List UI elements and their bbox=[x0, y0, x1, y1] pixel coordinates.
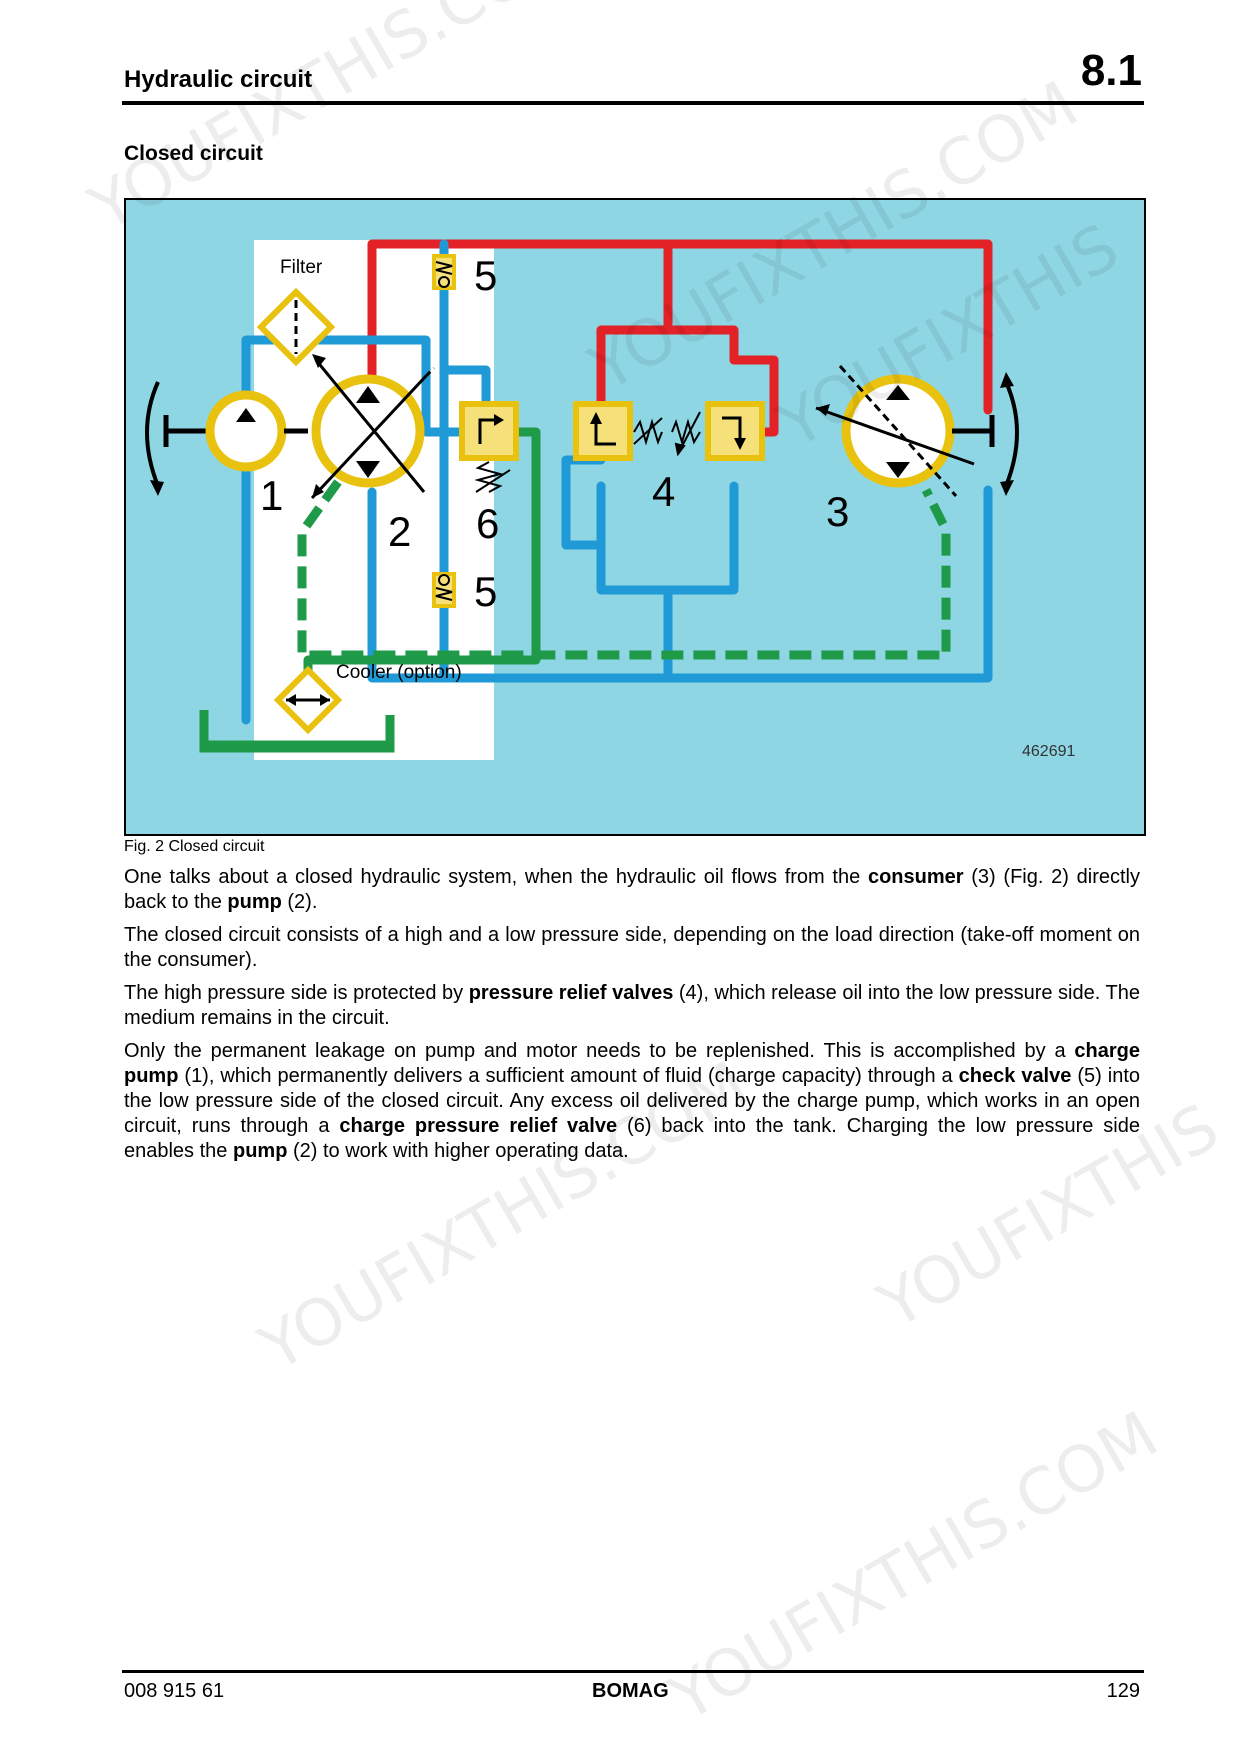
pressure-relief-valve-right bbox=[705, 401, 765, 461]
check-valve-bottom bbox=[432, 572, 456, 608]
paragraph-3: The high pressure side is protected by p… bbox=[124, 981, 1140, 1031]
bold-term: pump bbox=[232, 1140, 288, 1162]
label-5-bottom: 5 bbox=[474, 568, 497, 615]
header-rule bbox=[122, 101, 1144, 105]
footer-page-number: 129 bbox=[1106, 1680, 1140, 1702]
bold-term: check valve bbox=[958, 1065, 1072, 1087]
section-heading: Closed circuit bbox=[124, 142, 263, 165]
pump-symbol bbox=[310, 354, 436, 500]
text-run: (2). bbox=[281, 891, 318, 913]
label-cooler: Cooler (option) bbox=[336, 662, 462, 683]
footer-rule bbox=[122, 1670, 1144, 1673]
text-run: (4), which release oil into the low pres… bbox=[124, 982, 1140, 1029]
text-run: (2) to work with higher operating data. bbox=[287, 1140, 629, 1162]
charge-dashed-lines bbox=[297, 479, 951, 660]
tank-symbol bbox=[199, 720, 395, 753]
label-3: 3 bbox=[826, 488, 849, 535]
filter-symbol bbox=[256, 287, 336, 367]
bold-term: charge pump bbox=[124, 1040, 1140, 1087]
text-run: (5) into the low pressure side of the cl… bbox=[124, 1065, 1140, 1137]
section-number: 8.1 bbox=[1080, 46, 1142, 95]
label-2: 2 bbox=[388, 508, 411, 555]
check-valve-top bbox=[432, 254, 456, 290]
footer-brand: BOMAG bbox=[592, 1680, 669, 1702]
text-run: (3) (Fig. 2) directly back to the bbox=[124, 866, 1140, 913]
hydraulic-diagram: Filter Cooler (option) 1 2 3 4 5 5 6 462… bbox=[126, 200, 1144, 834]
figure-caption: Fig. 2 Closed circuit bbox=[124, 838, 265, 855]
pressure-relief-valve-left bbox=[573, 401, 633, 461]
text-run: The closed circuit consists of a high an… bbox=[124, 924, 1140, 971]
text-run: One talks about a closed hydraulic syste… bbox=[124, 866, 868, 888]
bold-term: pressure relief valves bbox=[468, 982, 674, 1004]
paragraph-2: The closed circuit consists of a high an… bbox=[124, 923, 1140, 973]
text-run: The high pressure side is protected by bbox=[124, 982, 469, 1004]
bold-term: charge pressure relief valve bbox=[339, 1115, 618, 1137]
body-text: One talks about a closed hydraulic syste… bbox=[124, 865, 1140, 1172]
motor-symbol bbox=[815, 365, 1019, 497]
cooler-symbol bbox=[273, 665, 343, 735]
bold-term: pump bbox=[227, 891, 282, 913]
paragraph-4: Only the permanent leakage on pump and m… bbox=[124, 1039, 1140, 1164]
label-1: 1 bbox=[260, 472, 283, 519]
text-run: (1), which permanently delivers a suffic… bbox=[178, 1065, 959, 1087]
footer-doc-number: 008 915 61 bbox=[124, 1680, 225, 1702]
watermark: YOUFIXTHIS.COM bbox=[658, 1397, 1171, 1737]
header-title: Hydraulic circuit bbox=[124, 66, 313, 93]
label-5-top: 5 bbox=[474, 252, 497, 299]
text-run: Only the permanent leakage on pump and m… bbox=[124, 1040, 1075, 1062]
hydraulic-diagram-figure: Filter Cooler (option) 1 2 3 4 5 5 6 462… bbox=[124, 198, 1146, 836]
charge-pump-symbol bbox=[145, 381, 308, 496]
paragraph-1: One talks about a closed hydraulic syste… bbox=[124, 865, 1140, 915]
charge-pressure-relief-valve-symbol bbox=[459, 401, 519, 493]
relief-valve-springs bbox=[633, 411, 701, 457]
figure-id: 462691 bbox=[1022, 743, 1075, 760]
label-filter: Filter bbox=[280, 257, 323, 278]
text-run: (6) back into the tank. Charging the low… bbox=[124, 1115, 1140, 1162]
label-4: 4 bbox=[652, 468, 675, 515]
bold-term: consumer bbox=[867, 866, 964, 888]
label-6: 6 bbox=[476, 500, 499, 547]
